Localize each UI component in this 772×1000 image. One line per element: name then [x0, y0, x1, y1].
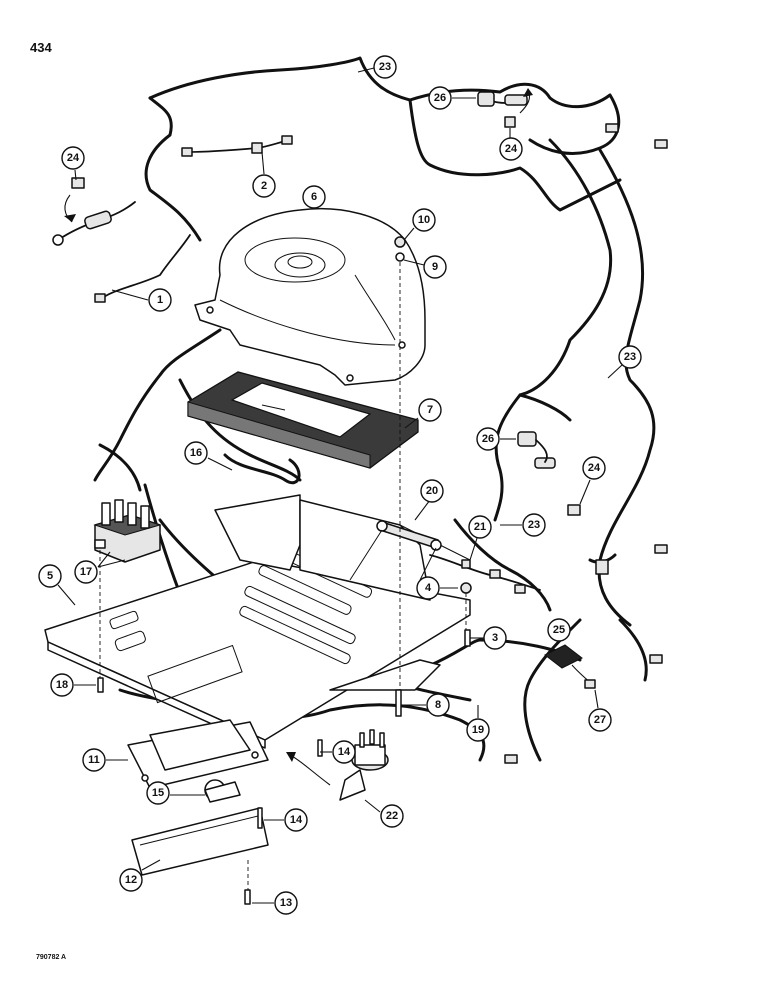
svg-text:26: 26 — [482, 433, 494, 445]
callout-18: 18 — [50, 673, 96, 697]
alignment-lines — [99, 262, 467, 890]
svg-text:24: 24 — [588, 462, 601, 474]
svg-text:16: 16 — [190, 447, 202, 459]
svg-text:14: 14 — [290, 814, 303, 826]
blower-housing — [194, 208, 426, 386]
fuse-holder-top — [477, 88, 533, 128]
nut — [460, 582, 472, 594]
callout-19: 19 — [466, 705, 490, 742]
figure-code: 790782 A — [36, 954, 67, 961]
spare-fuse — [71, 177, 85, 189]
callout-20: 20 — [414, 479, 444, 521]
callout-26-right: 26 — [476, 427, 516, 451]
inline-fuse-left — [52, 177, 136, 246]
callout-24-top: 24 — [499, 128, 523, 161]
svg-text:20: 20 — [426, 485, 438, 497]
callout-5: 5 — [38, 564, 76, 606]
callout-12: 12 — [119, 859, 161, 892]
svg-text:17: 17 — [80, 566, 92, 578]
svg-text:18: 18 — [56, 679, 68, 691]
svg-text:6: 6 — [311, 191, 317, 203]
svg-text:15: 15 — [152, 787, 164, 799]
callout-1: 1 — [111, 288, 172, 312]
callout-25: 25 — [547, 618, 571, 642]
svg-text:11: 11 — [88, 754, 100, 766]
svg-text:12: 12 — [125, 874, 137, 886]
page-number: 434 — [30, 40, 52, 55]
svg-text:23: 23 — [528, 519, 540, 531]
callout-14-lower: 14 — [264, 808, 308, 832]
svg-text:3: 3 — [492, 632, 498, 644]
callout-23-top: 23 — [357, 55, 397, 79]
callout-4: 4 — [416, 576, 458, 600]
callout-24-left: 24 — [61, 146, 85, 181]
callout-11: 11 — [82, 748, 128, 772]
svg-text:8: 8 — [435, 699, 441, 711]
callout-15: 15 — [146, 781, 205, 805]
svg-text:4: 4 — [425, 582, 432, 594]
mounting-plate — [44, 494, 471, 749]
ground-wire — [94, 234, 191, 303]
jumper-wire — [181, 135, 293, 157]
callout-labels: 1 2 3 4 5 6 7 — [38, 55, 642, 915]
svg-text:5: 5 — [47, 570, 53, 582]
svg-text:2: 2 — [261, 180, 267, 192]
svg-text:23: 23 — [379, 61, 391, 73]
svg-text:23: 23 — [624, 351, 636, 363]
fuse-holder-right — [517, 431, 581, 516]
harness-clip — [595, 559, 609, 575]
svg-text:19: 19 — [472, 724, 484, 736]
callout-24-right: 24 — [579, 456, 606, 505]
gasket — [187, 371, 419, 469]
washer — [395, 252, 405, 262]
callout-2: 2 — [252, 151, 276, 198]
callout-14-upper: 14 — [320, 740, 356, 764]
svg-text:9: 9 — [432, 261, 438, 273]
callout-6: 6 — [302, 185, 326, 209]
svg-text:22: 22 — [386, 810, 398, 822]
callout-21: 21 — [468, 515, 492, 561]
relay-block — [93, 499, 162, 563]
lens — [131, 807, 269, 876]
svg-text:14: 14 — [338, 746, 351, 758]
svg-text:1: 1 — [157, 294, 163, 306]
callout-10: 10 — [403, 208, 436, 241]
callout-17: 17 — [74, 551, 126, 584]
svg-text:24: 24 — [67, 152, 80, 164]
resistor — [349, 520, 442, 581]
callout-16: 16 — [184, 441, 233, 471]
callout-7: 7 — [404, 398, 442, 429]
dome-light — [127, 719, 269, 803]
callout-27: 27 — [588, 689, 612, 732]
screws — [97, 236, 472, 905]
svg-text:10: 10 — [418, 214, 430, 226]
svg-text:24: 24 — [505, 143, 518, 155]
svg-text:27: 27 — [594, 714, 606, 726]
callout-22: 22 — [364, 799, 404, 828]
callout-8: 8 — [402, 693, 450, 717]
callout-23-right: 23 — [607, 345, 642, 379]
svg-text:7: 7 — [427, 404, 433, 416]
callout-13: 13 — [252, 891, 298, 915]
rotary-switch — [286, 729, 389, 801]
svg-text:13: 13 — [280, 897, 292, 909]
svg-text:25: 25 — [553, 624, 565, 636]
callout-3: 3 — [470, 626, 507, 650]
blower-switch-small — [544, 644, 596, 689]
callout-9: 9 — [403, 255, 447, 279]
svg-text:26: 26 — [434, 92, 446, 104]
nut-top — [394, 236, 406, 248]
svg-text:21: 21 — [474, 521, 486, 533]
callout-26-top: 26 — [428, 86, 476, 110]
callout-23-mid: 23 — [500, 513, 546, 537]
connector — [461, 559, 526, 594]
